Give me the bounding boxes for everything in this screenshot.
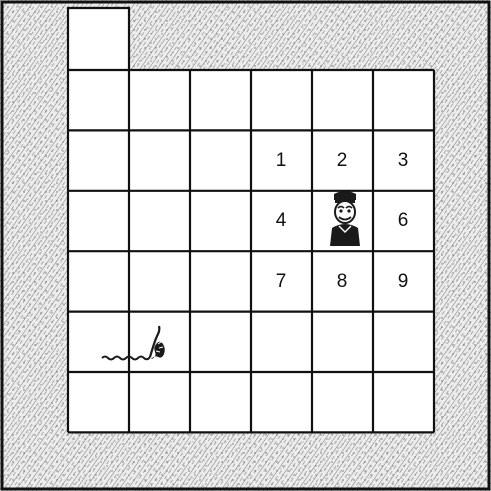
board-cell[interactable]: [373, 70, 433, 130]
board-cell[interactable]: [68, 70, 128, 130]
cell-number-label: 3: [398, 151, 409, 170]
board-cell[interactable]: 8: [312, 251, 372, 311]
board-cell[interactable]: 4: [251, 191, 311, 251]
board-cell[interactable]: [68, 130, 128, 190]
board-cell[interactable]: [68, 251, 128, 311]
board-cell[interactable]: [129, 70, 189, 130]
cell-number-label: 6: [398, 211, 409, 230]
board-cell[interactable]: [373, 372, 433, 432]
board-cell[interactable]: [129, 130, 189, 190]
board-cell[interactable]: [312, 372, 372, 432]
board-cell[interactable]: 9: [373, 251, 433, 311]
board-cell[interactable]: 2: [312, 130, 372, 190]
board-cell[interactable]: [190, 130, 250, 190]
board-cell[interactable]: 7: [251, 251, 311, 311]
board-cell[interactable]: [251, 70, 311, 130]
board-cell[interactable]: [190, 372, 250, 432]
cell-number-label: 9: [398, 272, 409, 291]
board-cell[interactable]: [129, 251, 189, 311]
cell-number-label: 8: [337, 272, 348, 291]
board-cell[interactable]: [190, 191, 250, 251]
squiggle-creature-icon[interactable]: [100, 322, 174, 364]
board-cell[interactable]: [68, 372, 128, 432]
board-cell[interactable]: [68, 191, 128, 251]
board-cell[interactable]: [129, 372, 189, 432]
board-cell[interactable]: [373, 312, 433, 372]
cell-number-label: 1: [276, 151, 287, 170]
board-cell[interactable]: 6: [373, 191, 433, 251]
cell-number-label: 4: [276, 211, 287, 230]
cell-number-label: 2: [337, 151, 348, 170]
board-cell[interactable]: [190, 70, 250, 130]
cell-number-label: 7: [276, 272, 287, 291]
board-cell[interactable]: 1: [251, 130, 311, 190]
board-cell[interactable]: 3: [373, 130, 433, 190]
board-cell[interactable]: [190, 312, 250, 372]
person-figure-icon[interactable]: [325, 186, 365, 248]
board-cell[interactable]: [312, 312, 372, 372]
board-cell[interactable]: [251, 312, 311, 372]
entrance-cell[interactable]: [68, 9, 128, 69]
board-cell[interactable]: [251, 372, 311, 432]
board-cell[interactable]: [312, 70, 372, 130]
board-cell[interactable]: [129, 191, 189, 251]
board-cell[interactable]: [190, 251, 250, 311]
